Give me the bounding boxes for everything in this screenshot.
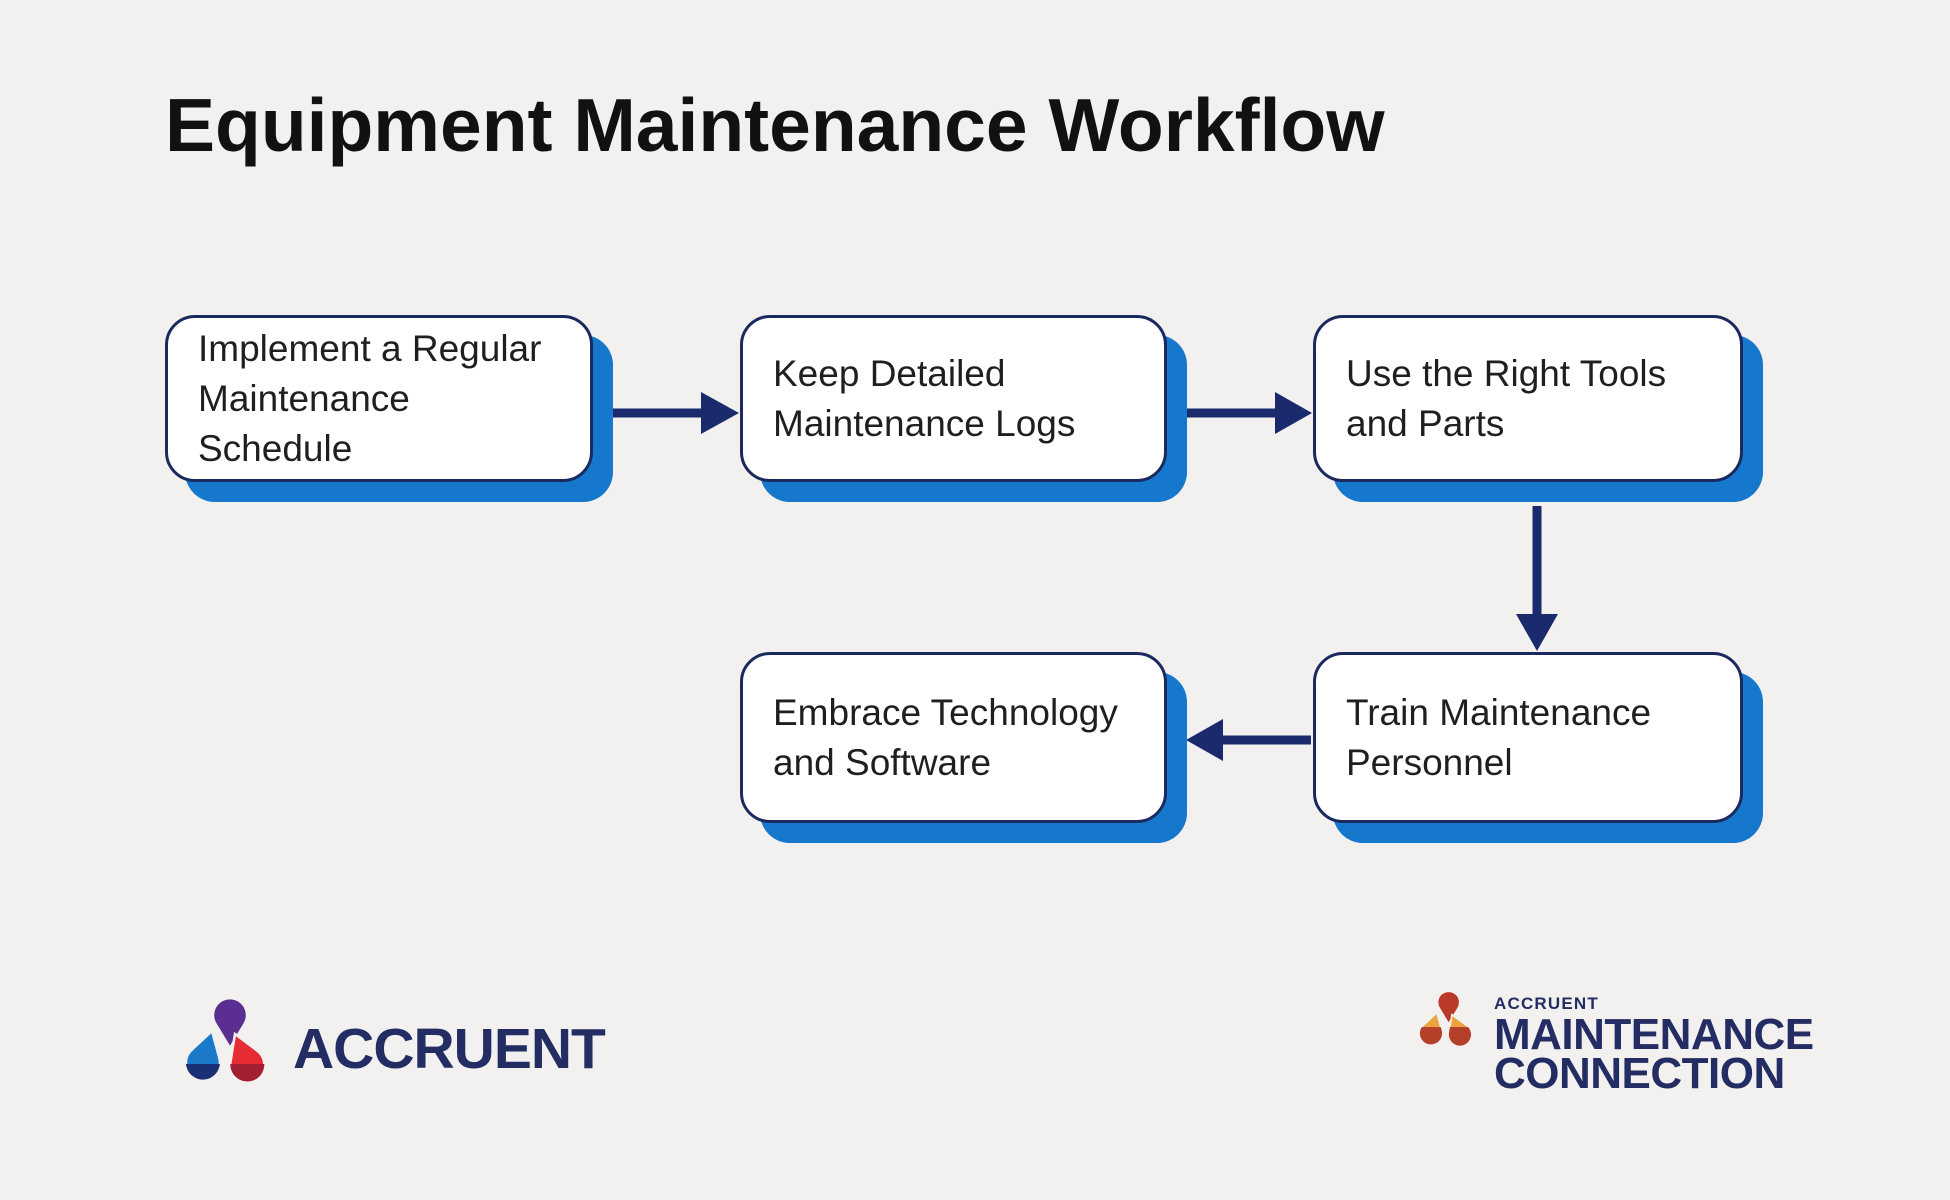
node-label: Implement a Regular Maintenance Schedule [198,327,542,469]
accruent-wordmark: ACCRUENT [293,1016,606,1081]
accruent-logo-icon [183,998,270,1087]
node-box: Implement a Regular Maintenance Schedule [165,315,593,482]
mc-wordmark-accruent: ACCRUENT [1494,994,1599,1013]
page-title: Equipment Maintenance Workflow [165,83,1385,167]
node-box: Embrace Technology and Software [740,652,1167,823]
node-label: Keep Detailed Maintenance Logs [773,352,1076,444]
petal-red [1436,991,1461,1026]
mc-wordmark-connection: CONNECTION [1494,1049,1785,1098]
node-label: Embrace Technology and Software [773,691,1118,783]
node-box: Train Maintenance Personnel [1313,652,1743,823]
petal-purple [211,998,249,1051]
node-maintenance-logs: Keep Detailed Maintenance Logs [740,315,1187,502]
arrow-logs-to-tools [1185,392,1312,434]
node-label: Use the Right Tools and Parts [1346,352,1667,444]
maintenance-connection-logo: ACCRUENT MAINTENANCE CONNECTION [1418,991,1814,1098]
maintenance-connection-logo-icon [1418,991,1475,1049]
arrow-schedule-to-logs [608,392,739,434]
node-label: Train Maintenance Personnel [1346,691,1652,783]
node-train-personnel: Train Maintenance Personnel [1313,652,1763,843]
accruent-logo: ACCRUENT [183,998,606,1094]
node-right-tools: Use the Right Tools and Parts [1313,315,1763,502]
node-embrace-technology: Embrace Technology and Software [740,652,1187,843]
mc-wordmark-maintenance: MAINTENANCE [1494,1010,1814,1059]
node-box: Use the Right Tools and Parts [1313,315,1743,482]
node-implement-schedule: Implement a Regular Maintenance Schedule [165,315,613,502]
arrow-tools-to-personnel [1516,506,1558,651]
node-box: Keep Detailed Maintenance Logs [740,315,1167,482]
maintenance-connection-wordmark: ACCRUENT MAINTENANCE CONNECTION [1494,991,1814,1098]
arrow-personnel-to-technology [1186,719,1311,761]
